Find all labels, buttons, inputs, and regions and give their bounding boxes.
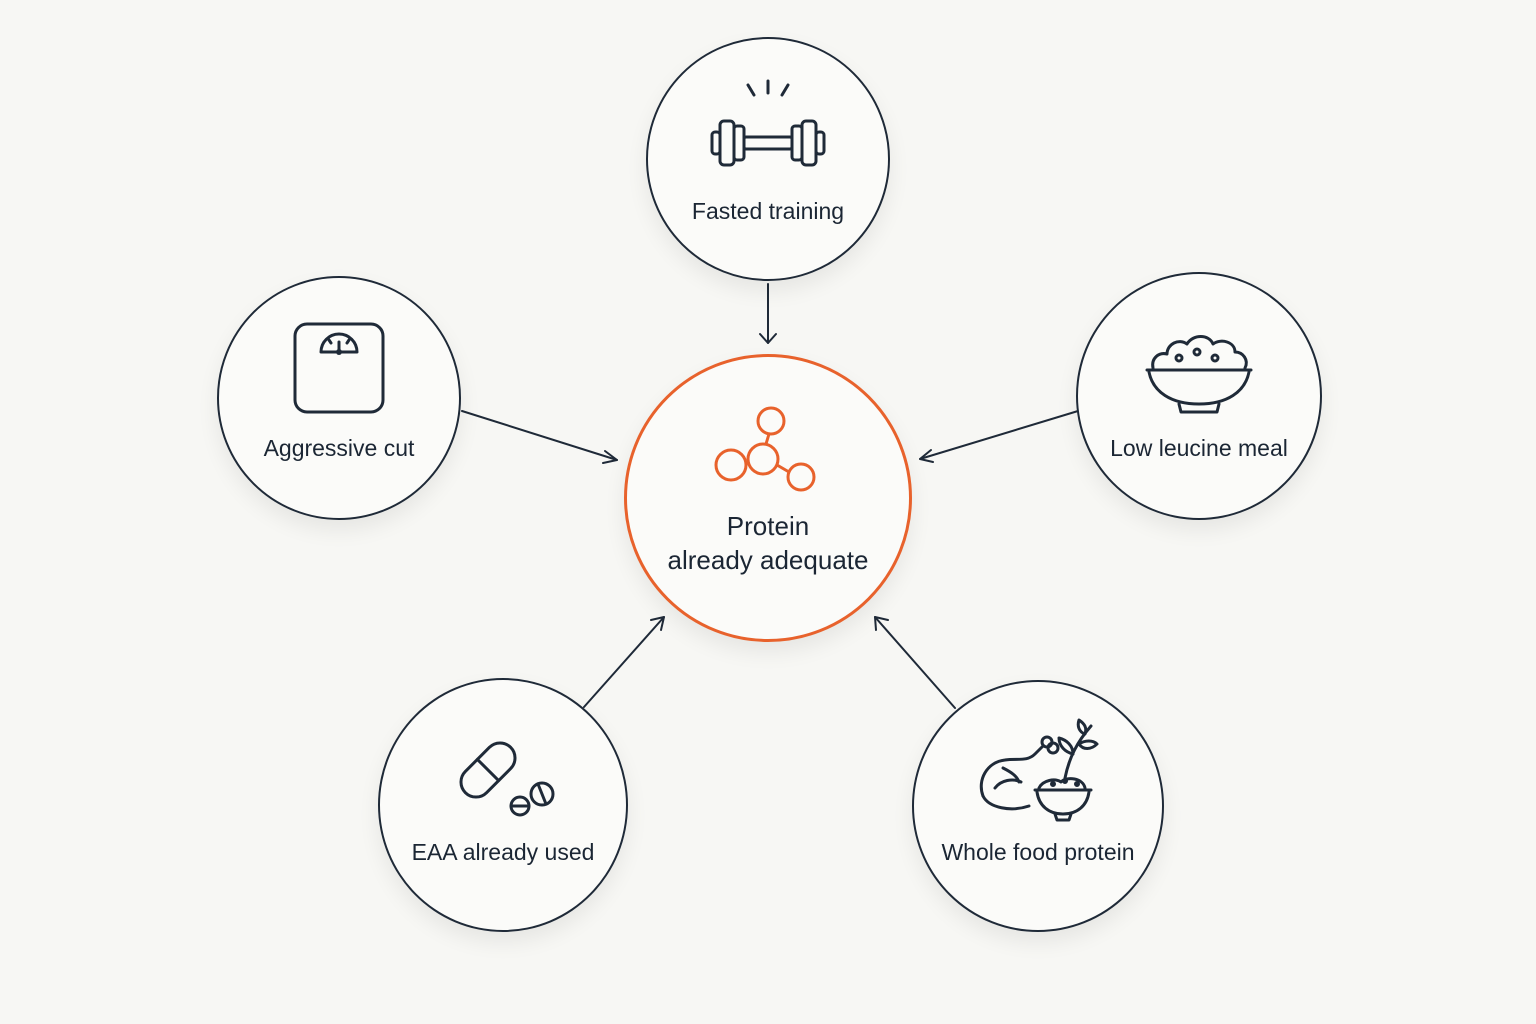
scale-icon [293, 322, 385, 414]
node-label-eaa-already-used: EAA already used [411, 839, 595, 865]
connector-eaa-already-used [583, 616, 665, 708]
node-label-fasted-training: Fasted training [691, 198, 845, 224]
chicken-bowl-icon [979, 718, 1099, 822]
node-label-center-line2: already adequate [667, 545, 869, 575]
connector-aggressive-cut [461, 410, 618, 464]
node-low-leucine-meal: Low leucine meal [1076, 272, 1322, 520]
node-eaa-already-used: EAA already used [378, 678, 628, 932]
node-whole-food-protein: Whole food protein [912, 680, 1164, 932]
dumbbell-icon [710, 79, 826, 167]
node-label-aggressive-cut: Aggressive cut [263, 435, 415, 461]
node-label-center-line1: Protein [726, 511, 810, 541]
molecule-icon [714, 406, 816, 492]
node-label-whole-food-protein: Whole food protein [941, 839, 1135, 865]
node-aggressive-cut: Aggressive cut [217, 276, 461, 520]
connector-whole-food-protein [874, 616, 956, 709]
connector-low-leucine-meal [919, 410, 1079, 463]
bowl-icon [1145, 335, 1253, 414]
node-label-low-leucine-meal: Low leucine meal [1110, 435, 1288, 461]
connector-fasted-training [759, 283, 777, 344]
node-protein-already-adequate: Protein already adequate [624, 354, 912, 642]
node-fasted-training: Fasted training [646, 37, 890, 281]
capsule-icon [459, 741, 555, 817]
